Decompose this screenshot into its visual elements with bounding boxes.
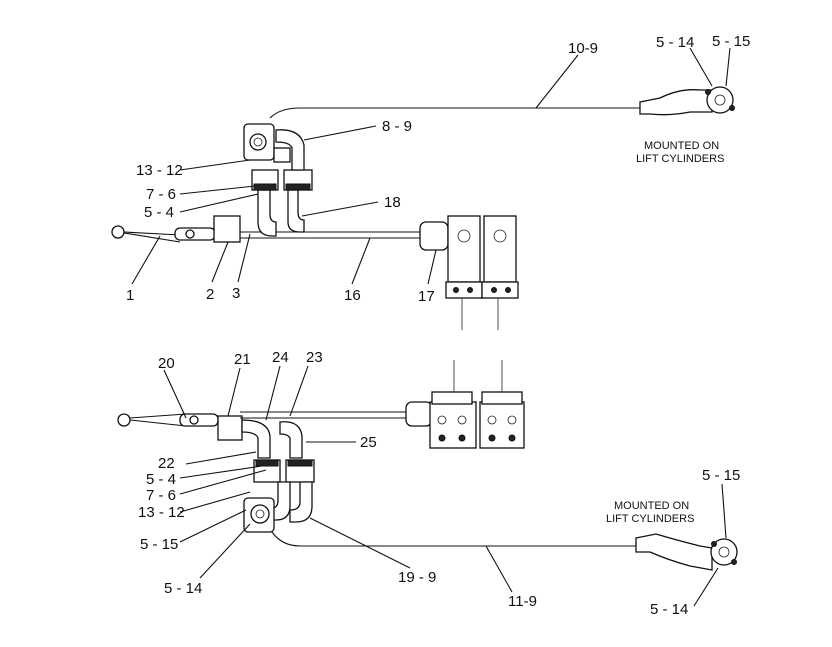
callout-5-15-right: 5 - 15 [702,467,740,484]
line-11-9 [271,531,640,547]
top-assembly [111,86,735,330]
callout-3: 3 [232,285,240,302]
lever-rod-bottom [129,413,187,419]
linkage-bottom [179,413,219,427]
lever-rod-top [123,231,181,236]
hose-elbow-right-top [287,189,305,233]
actuator-bottom [405,401,433,427]
bracket-top [213,215,241,243]
line-10-9 [269,107,640,119]
valve-17-right [483,215,517,283]
note-bottom-line2: LIFT CYLINDERS [606,513,694,525]
note-bottom-line1: MOUNTED ON [614,500,689,512]
callout-2: 2 [206,286,214,303]
valve-bottom-right [479,401,525,449]
callout-11-9: 11-9 [508,593,537,610]
callout-5-14-left: 5 - 14 [164,580,202,597]
lever-ball-top [111,225,125,239]
callout-5-15-top: 5 - 15 [712,33,750,50]
callout-5-4-top: 5 - 4 [144,204,174,221]
callout-16: 16 [344,287,361,304]
hose-elbow-left-bottom [241,419,271,459]
callout-5-14-top: 5 - 14 [656,34,694,51]
hose-8-9 [275,129,305,171]
actuator-top [419,221,449,251]
bracket-bottom [217,415,243,441]
callout-23: 23 [306,349,323,366]
note-top-line1: MOUNTED ON [644,140,719,152]
hose-19-9 [271,481,291,521]
lift-cylinder-fitting-top [639,89,713,116]
callout-22: 22 [158,455,175,472]
callout-7-6-bottom: 7 - 6 [146,487,176,504]
valve-17-left [447,215,481,283]
bottom-assembly [117,360,738,571]
callout-10-9: 10-9 [568,40,598,57]
callouts: 10-9 5 - 14 5 - 15 8 - 9 13 - 12 7 - 6 5… [126,33,750,618]
callout-24: 24 [272,349,289,366]
lever-ball-bottom [117,413,131,427]
callout-7-6-top: 7 - 6 [146,186,176,203]
hose-elbow-left-top [257,189,277,237]
callout-25: 25 [360,434,377,451]
callout-1: 1 [126,287,134,304]
callout-20: 20 [158,355,175,372]
callout-8-9: 8 - 9 [382,118,412,135]
callout-5-14-right: 5 - 14 [650,601,688,618]
bottom-leaders [163,365,727,607]
callout-5-15-left: 5 - 15 [140,536,178,553]
callout-5-4-bottom: 5 - 4 [146,471,176,488]
note-top-line2: LIFT CYLINDERS [636,153,724,165]
valve-bottom-left [429,401,477,449]
callout-13-12-top: 13 - 12 [136,162,183,179]
callout-17: 17 [418,288,435,305]
linkage-top [174,227,216,241]
top-leaders [131,47,731,285]
lift-cylinder-fitting-bottom [635,533,713,571]
callout-19-9: 19 - 9 [398,569,436,586]
notes: MOUNTED ON LIFT CYLINDERS MOUNTED ON LIF… [606,140,724,525]
callout-13-12-bottom: 13 - 12 [138,504,185,521]
callout-18: 18 [384,194,401,211]
callout-21: 21 [234,351,251,368]
hose-elbow-right-bottom [279,421,303,459]
